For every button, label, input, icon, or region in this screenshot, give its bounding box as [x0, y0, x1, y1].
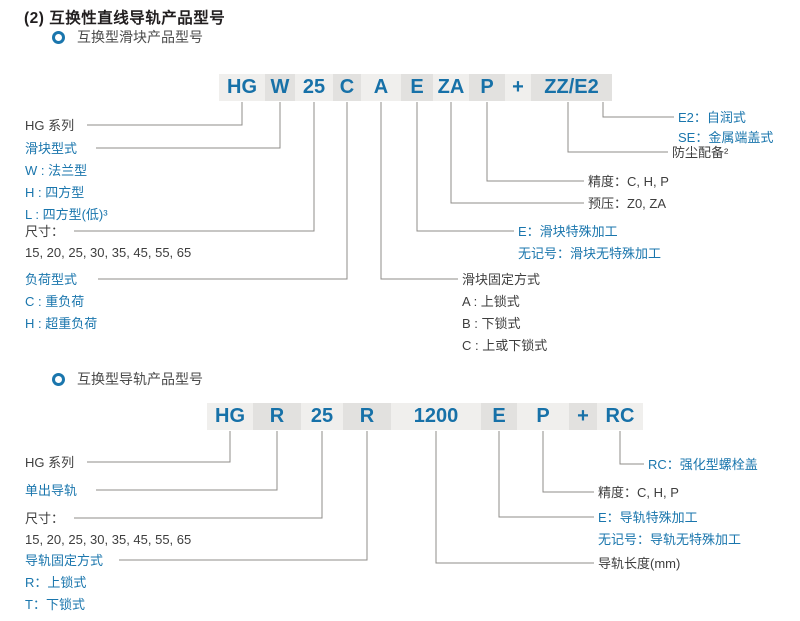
connector-line	[486, 102, 584, 182]
connector-line	[87, 102, 243, 126]
connector-line	[435, 431, 594, 564]
model-segment: R	[253, 403, 301, 430]
label-block-type-w: W : 法兰型	[25, 163, 88, 178]
page-title: (2) 互换性直线导轨产品型号	[24, 10, 226, 27]
block-model-code: HG W 25 C A E ZA P + ZZ/E2	[219, 74, 612, 101]
model-segment: RC	[597, 403, 643, 430]
section-rail-heading-row: 互换型导轨产品型号	[52, 369, 203, 389]
label-rail-fixing: 导轨固定方式	[25, 553, 104, 568]
model-segment: HG	[219, 74, 265, 101]
connector-line	[96, 431, 278, 491]
connector-line	[380, 102, 458, 280]
model-segment: HG	[207, 403, 253, 430]
model-segment: P	[469, 74, 505, 101]
model-segment: 1200	[391, 403, 481, 430]
bullet-icon	[52, 30, 65, 44]
label-load-c: C : 重负荷	[25, 294, 85, 309]
model-segment: P	[517, 403, 569, 430]
label-load-h: H : 超重负荷	[25, 316, 98, 331]
connector-line	[416, 102, 514, 232]
section-rail-heading: 互换型导轨产品型号	[77, 371, 203, 387]
label-rail-precision: 精度：C, H, P	[598, 485, 679, 500]
label-rail-fixing-r: R：上锁式	[25, 575, 87, 590]
label-block-type-h: H : 四方型	[25, 185, 85, 200]
model-segment: 25	[295, 74, 333, 101]
label-e2-selflube: E2：自润式	[678, 110, 746, 125]
connector-line	[74, 102, 315, 232]
label-rail-series: HG 系列	[25, 455, 75, 470]
label-rail-size: 尺寸：	[25, 511, 65, 526]
connector-line	[498, 431, 594, 518]
label-block-no-mark: 无记号：滑块无特殊加工	[518, 246, 662, 261]
rail-model-code: HG R 25 R 1200 E P + RC	[207, 403, 643, 430]
connector-line	[74, 431, 323, 519]
model-segment: +	[569, 403, 597, 430]
model-segment: 25	[301, 403, 343, 430]
model-segment: ZA	[433, 74, 469, 101]
label-dust-protection: 防尘配备²	[672, 145, 729, 160]
label-size-values: 15, 20, 25, 30, 35, 45, 55, 65	[25, 245, 192, 260]
connector-line	[619, 431, 644, 465]
label-block-type-l: L : 四方型(低)³	[25, 207, 108, 222]
connector-line	[87, 431, 231, 463]
label-rail-length: 导轨长度(mm)	[598, 556, 681, 571]
label-rail-special: E：导轨特殊加工	[598, 510, 698, 525]
label-fixing-c: C : 上或下锁式	[462, 338, 548, 353]
model-segment: E	[401, 74, 433, 101]
model-segment: ZZ/E2	[531, 74, 612, 101]
bullet-icon	[52, 372, 65, 386]
label-block-special: E：滑块特殊加工	[518, 224, 618, 239]
label-block-fixing: 滑块固定方式	[462, 272, 541, 287]
section-block-heading-row: 互换型滑块产品型号	[52, 27, 203, 47]
model-segment: A	[361, 74, 401, 101]
label-rail-size-values: 15, 20, 25, 30, 35, 45, 55, 65	[25, 532, 192, 547]
label-series: HG 系列	[25, 118, 75, 133]
connector-line	[450, 102, 584, 204]
connector-line	[96, 102, 281, 149]
label-rail-no-mark: 无记号：导轨无特殊加工	[598, 532, 742, 547]
label-single-rail: 单出导轨	[25, 483, 78, 498]
label-rc-bolt-cap: RC：强化型螺栓盖	[648, 457, 758, 472]
connector-line	[567, 102, 668, 153]
label-load-type: 负荷型式	[25, 272, 78, 287]
connector-line	[542, 431, 594, 493]
model-segment: E	[481, 403, 517, 430]
section-block-heading: 互换型滑块产品型号	[77, 29, 203, 45]
label-fixing-b: B : 下锁式	[462, 316, 521, 331]
model-segment: R	[343, 403, 391, 430]
label-se-metal-cap: SE：金属端盖式	[678, 130, 774, 145]
connector-line	[602, 102, 674, 118]
label-fixing-a: A : 上锁式	[462, 294, 520, 309]
label-preload: 预压：Z0, ZA	[588, 196, 667, 211]
label-block-type: 滑块型式	[25, 141, 78, 156]
label-rail-fixing-t: T：下锁式	[25, 597, 85, 612]
label-precision: 精度：C, H, P	[588, 174, 669, 189]
label-size: 尺寸：	[25, 224, 65, 239]
model-segment: C	[333, 74, 361, 101]
model-segment: W	[265, 74, 295, 101]
model-segment: +	[505, 74, 531, 101]
